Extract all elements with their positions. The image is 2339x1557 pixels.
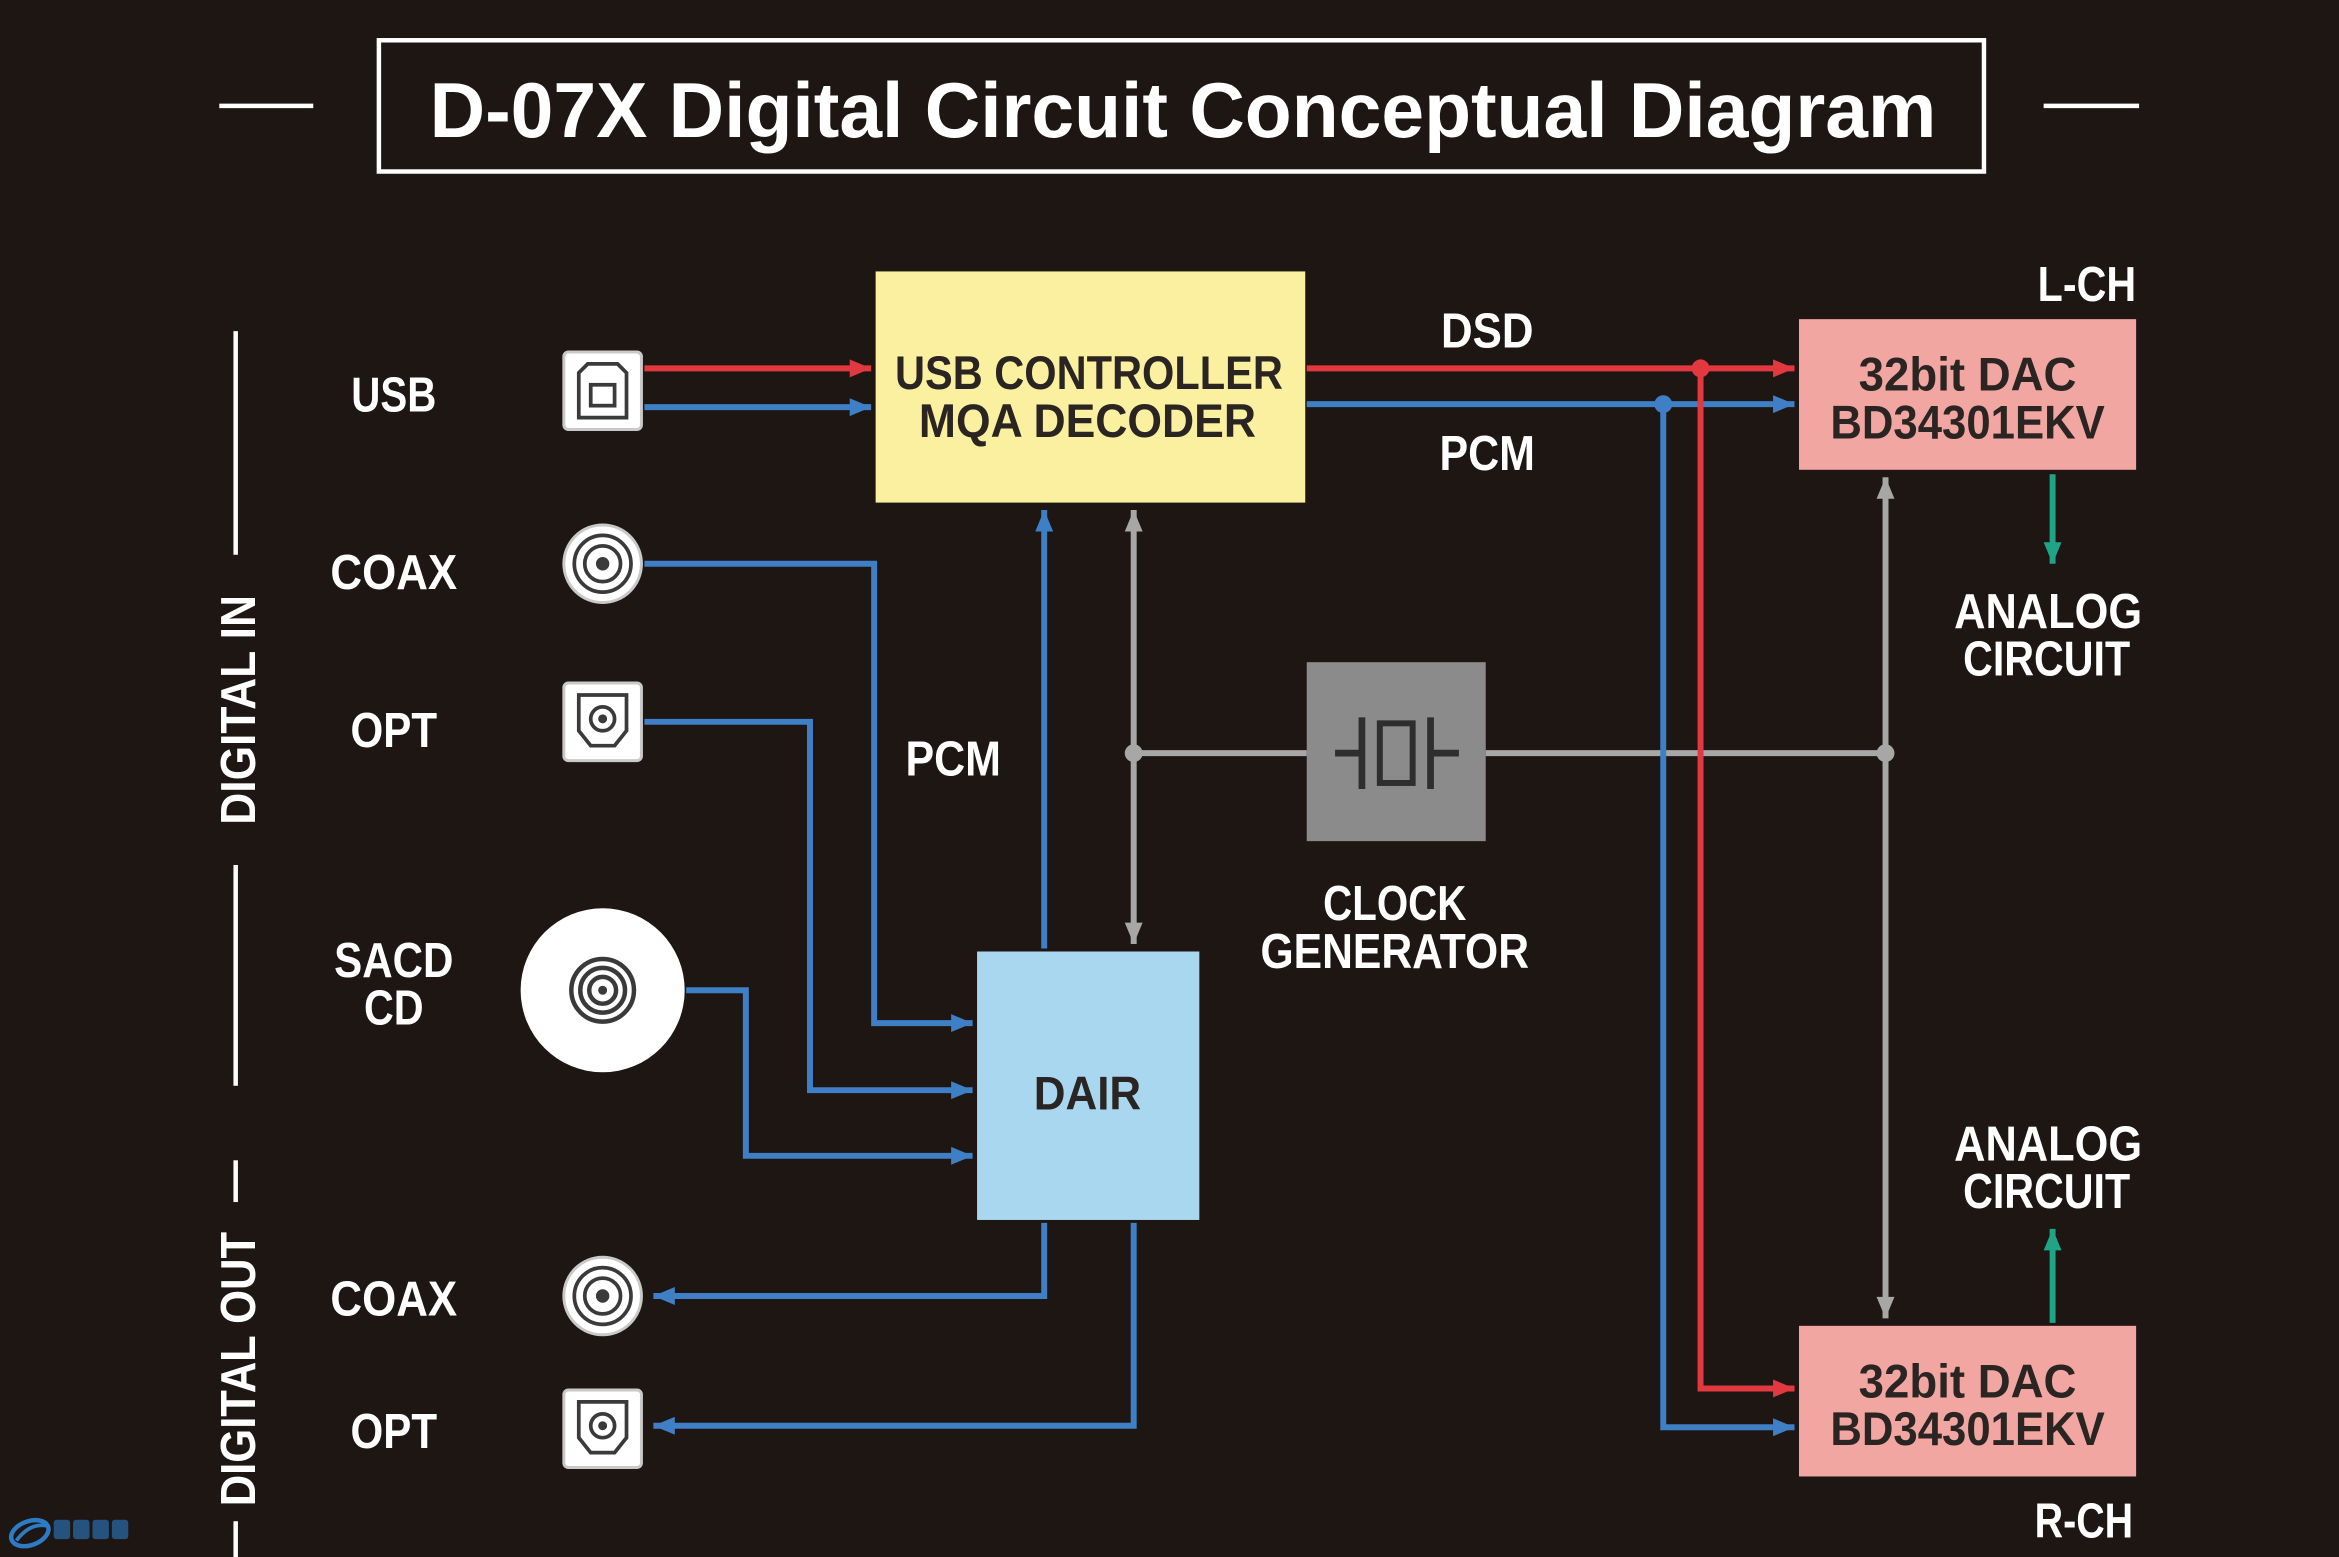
signal-label-dsd: DSD bbox=[1441, 303, 1533, 358]
coaxial-jack-icon bbox=[562, 523, 643, 605]
pcm-junction-dot bbox=[1654, 395, 1673, 414]
title-frame bbox=[376, 38, 1987, 174]
crystal-oscillator-icon bbox=[1335, 717, 1459, 789]
dair-to-coax-out-line bbox=[653, 1222, 1048, 1305]
coaxial-output-jack-icon bbox=[562, 1255, 643, 1337]
analog-circuit-left-label-1: ANALOG bbox=[1954, 584, 2142, 639]
usb-b-port-icon bbox=[562, 350, 643, 432]
clock-junction-dot-left bbox=[1124, 744, 1143, 763]
dac-left-model-label: BD34301EKV bbox=[1830, 396, 2105, 449]
disc-in-line bbox=[686, 987, 973, 1165]
dair-to-opt-out-line bbox=[653, 1222, 1137, 1435]
clock-label: CLOCK bbox=[1323, 876, 1467, 931]
input-label-usb: USB bbox=[351, 368, 436, 423]
dair-block bbox=[977, 951, 1200, 1220]
usb-controller-block bbox=[875, 271, 1306, 503]
dac-right-model-label: BD34301EKV bbox=[1830, 1403, 2105, 1456]
disc-icon bbox=[520, 908, 685, 1073]
channel-label-right: R-CH bbox=[2035, 1494, 2133, 1549]
channel-label-left: L-CH bbox=[2038, 257, 2136, 312]
usb-controller-label: USB CONTROLLER bbox=[895, 347, 1283, 400]
analog-circuit-left-label-2: CIRCUIT bbox=[1963, 632, 2130, 687]
dac-right-block bbox=[1799, 1325, 2137, 1477]
clock-junction-dot-right bbox=[1876, 744, 1895, 763]
mqa-decoder-label: MQA DECODER bbox=[919, 395, 1256, 448]
dac-left-block bbox=[1799, 319, 2137, 470]
opt-in-line bbox=[644, 718, 973, 1100]
dac-left-type-label: 32bit DAC bbox=[1859, 349, 2077, 402]
dsd-junction-dot bbox=[1691, 359, 1710, 378]
input-label-sacd: SACD bbox=[334, 933, 453, 988]
pcm-to-dac-right-line bbox=[1660, 404, 1795, 1437]
optical-port-icon bbox=[562, 681, 643, 763]
input-label-opt: OPT bbox=[351, 703, 438, 758]
coax-in-line bbox=[644, 560, 973, 1033]
generator-label: GENERATOR bbox=[1260, 924, 1529, 979]
page-title: D-07X Digital Circuit Conceptual Diagram bbox=[430, 68, 1937, 154]
dair-label: DAIR bbox=[1034, 1068, 1141, 1121]
output-label-opt: OPT bbox=[351, 1404, 438, 1459]
section-label-digital-in: DIGITAL IN bbox=[211, 595, 266, 825]
dac-right-type-label: 32bit DAC bbox=[1859, 1355, 2077, 1408]
input-label-cd: CD bbox=[364, 981, 424, 1036]
output-label-coax: COAX bbox=[330, 1271, 457, 1326]
analog-circuit-right-label-2: CIRCUIT bbox=[1963, 1164, 2130, 1219]
signal-label-dair-pcm: PCM bbox=[905, 732, 1000, 787]
analog-circuit-right-label-1: ANALOG bbox=[1954, 1116, 2142, 1171]
input-label-coax: COAX bbox=[330, 545, 457, 600]
dsd-to-dac-right-line bbox=[1697, 368, 1795, 1398]
watermark-logo bbox=[8, 1517, 129, 1549]
optical-output-port-icon bbox=[562, 1388, 643, 1470]
signal-label-pcm: PCM bbox=[1439, 426, 1534, 481]
section-label-digital-out: DIGITAL OUT bbox=[211, 1232, 266, 1506]
